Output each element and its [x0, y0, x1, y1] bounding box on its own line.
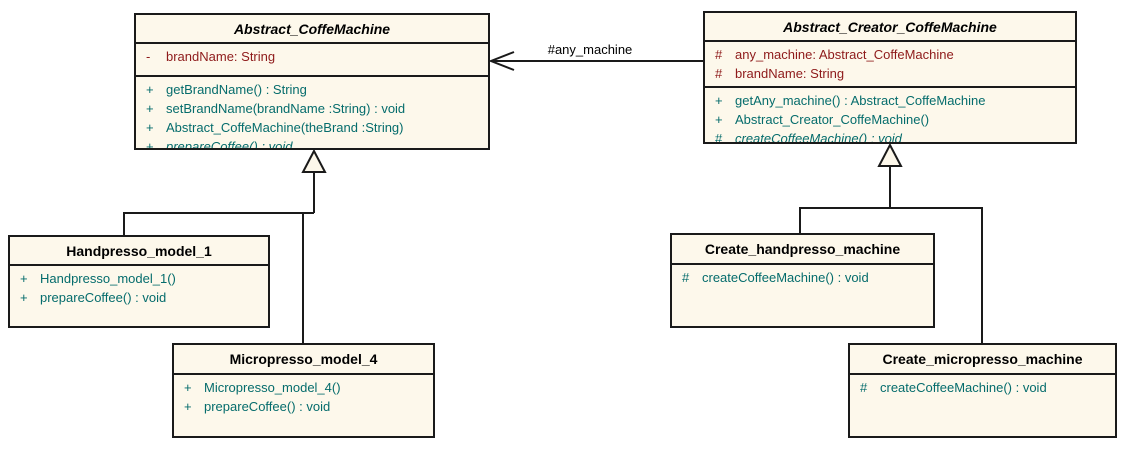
- method-row: + Abstract_CoffeMachine(theBrand :String…: [136, 118, 488, 137]
- class-box-create-micropresso-machine[interactable]: Create_micropresso_machine # createCoffe…: [848, 343, 1117, 438]
- inheritance-triangle-icon: [301, 148, 327, 173]
- visibility-symbol: -: [146, 49, 151, 64]
- generalization-left-tree[interactable]: [123, 148, 327, 343]
- method-text: createCoffeeMachine() : void: [702, 270, 869, 285]
- visibility-symbol: +: [20, 290, 28, 305]
- method-row: + prepareCoffee() : void: [136, 137, 488, 148]
- method-row: + setBrandName(brandName :String) : void: [136, 99, 488, 118]
- class-box-create-handpresso-machine[interactable]: Create_handpresso_machine # createCoffee…: [670, 233, 935, 328]
- method-row: + Micropresso_model_4(): [174, 378, 433, 397]
- attributes-compartment: # any_machine: Abstract_CoffeMachine # b…: [705, 42, 1075, 88]
- visibility-symbol: +: [715, 93, 723, 108]
- method-row: # createCoffeeMachine() : void: [850, 378, 1115, 397]
- visibility-symbol: +: [146, 120, 154, 135]
- visibility-symbol: #: [715, 66, 723, 81]
- class-name: Abstract_CoffeMachine: [136, 15, 488, 44]
- visibility-symbol: +: [146, 101, 154, 116]
- method-text: setBrandName(brandName :String) : void: [166, 101, 406, 116]
- class-box-micropresso-model-4[interactable]: Micropresso_model_4 + Micropresso_model_…: [172, 343, 435, 438]
- method-text: Abstract_CoffeMachine(theBrand :String): [166, 120, 404, 135]
- visibility-symbol: +: [184, 380, 192, 395]
- methods-compartment: + getBrandName() : String + setBrandName…: [136, 77, 488, 148]
- method-row: + prepareCoffee() : void: [10, 288, 268, 307]
- class-name: Create_handpresso_machine: [672, 235, 933, 265]
- generalization-right-tree[interactable]: [799, 142, 983, 343]
- method-text: getAny_machine() : Abstract_CoffeMachine: [735, 93, 986, 108]
- class-box-abstract-coffemachine[interactable]: Abstract_CoffeMachine - brandName: Strin…: [134, 13, 490, 150]
- attribute-row: - brandName: String: [136, 47, 488, 66]
- method-text: Handpresso_model_1(): [40, 271, 176, 286]
- method-row: + getBrandName() : String: [136, 80, 488, 99]
- method-text: Abstract_Creator_CoffeMachine(): [735, 112, 930, 127]
- visibility-symbol: #: [860, 380, 868, 395]
- association-any-machine-arrow[interactable]: [488, 51, 703, 71]
- attribute-text: any_machine: Abstract_CoffeMachine: [735, 47, 954, 62]
- visibility-symbol: #: [715, 131, 723, 142]
- visibility-symbol: +: [715, 112, 723, 127]
- class-name: Abstract_Creator_CoffeMachine: [705, 13, 1075, 42]
- visibility-symbol: +: [146, 82, 154, 97]
- method-text: prepareCoffee() : void: [204, 399, 331, 414]
- class-name: Micropresso_model_4: [174, 345, 433, 375]
- methods-compartment: + getAny_machine() : Abstract_CoffeMachi…: [705, 88, 1075, 142]
- method-row: + getAny_machine() : Abstract_CoffeMachi…: [705, 91, 1075, 110]
- visibility-symbol: #: [682, 270, 690, 285]
- visibility-symbol: +: [146, 139, 154, 148]
- attribute-text: brandName: String: [735, 66, 845, 81]
- methods-compartment: # createCoffeeMachine() : void: [672, 265, 933, 326]
- class-box-abstract-creator-coffemachine[interactable]: Abstract_Creator_CoffeMachine # any_mach…: [703, 11, 1077, 144]
- method-text: Micropresso_model_4(): [204, 380, 341, 395]
- methods-compartment: # createCoffeeMachine() : void: [850, 375, 1115, 436]
- method-text: prepareCoffee() : void: [40, 290, 167, 305]
- method-row: + Handpresso_model_1(): [10, 269, 268, 288]
- association-role-label: #any_machine: [547, 42, 633, 57]
- inheritance-triangle-icon: [877, 142, 903, 167]
- method-text: createCoffeeMachine() : void: [735, 131, 902, 142]
- attribute-row: # brandName: String: [705, 64, 1075, 83]
- method-row: # createCoffeeMachine() : void: [672, 268, 933, 287]
- attributes-compartment: - brandName: String: [136, 44, 488, 77]
- method-text: getBrandName() : String: [166, 82, 307, 97]
- methods-compartment: + Micropresso_model_4() + prepareCoffee(…: [174, 375, 433, 436]
- visibility-symbol: +: [184, 399, 192, 414]
- class-box-handpresso-model-1[interactable]: Handpresso_model_1 + Handpresso_model_1(…: [8, 235, 270, 328]
- method-row: + Abstract_Creator_CoffeMachine(): [705, 110, 1075, 129]
- attribute-text: brandName: String: [166, 49, 276, 64]
- class-name: Handpresso_model_1: [10, 237, 268, 266]
- method-row: # createCoffeeMachine() : void: [705, 129, 1075, 142]
- method-text: createCoffeeMachine() : void: [880, 380, 1047, 395]
- methods-compartment: + Handpresso_model_1() + prepareCoffee()…: [10, 266, 268, 326]
- visibility-symbol: +: [20, 271, 28, 286]
- visibility-symbol: #: [715, 47, 723, 62]
- class-name: Create_micropresso_machine: [850, 345, 1115, 375]
- method-row: + prepareCoffee() : void: [174, 397, 433, 416]
- method-text: prepareCoffee() : void: [166, 139, 293, 148]
- attribute-row: # any_machine: Abstract_CoffeMachine: [705, 45, 1075, 64]
